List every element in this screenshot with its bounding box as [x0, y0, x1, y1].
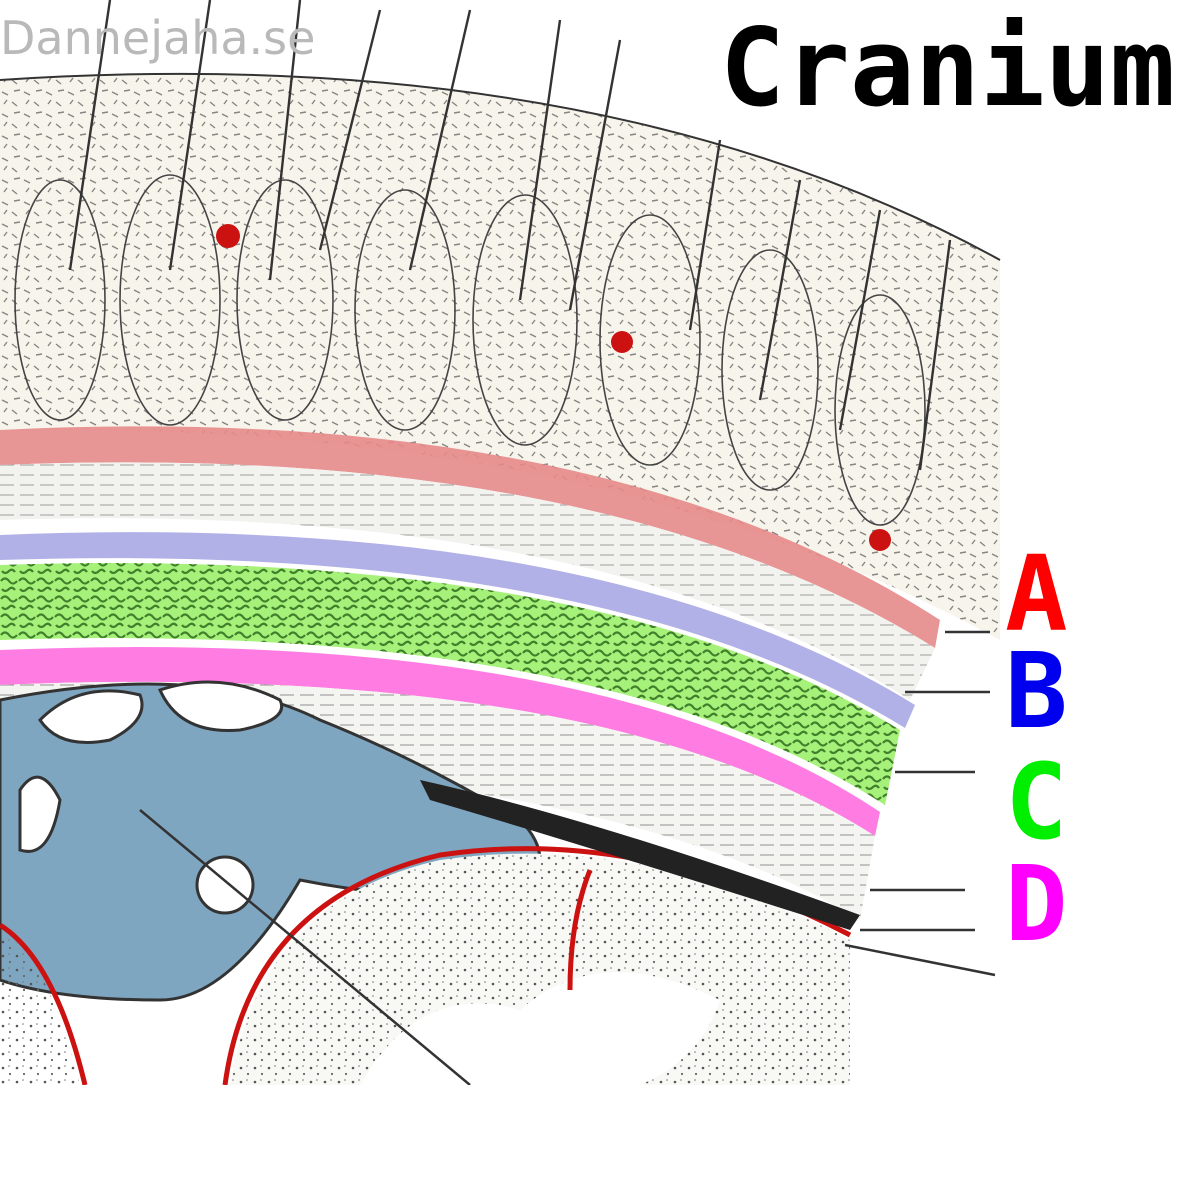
layer-labels: A B C D	[1005, 533, 1068, 965]
hair-shafts	[68, 0, 952, 471]
hair-follicles	[14, 174, 926, 526]
layer-a-band	[0, 426, 940, 648]
layer-label-c: C	[1005, 741, 1068, 863]
scalp-texture	[0, 73, 1000, 641]
loose-tissue-lines	[0, 462, 935, 700]
sinus-dark-band	[420, 780, 860, 930]
scalp-outline	[0, 72, 1001, 261]
layer-b-band	[0, 532, 915, 728]
anatomy-illustration	[0, 0, 1001, 1085]
brain-white-matter	[360, 972, 720, 1085]
bone-texture	[0, 563, 900, 805]
ventricle-chambers	[18, 680, 283, 915]
watermark-text: Dannejaha.se	[0, 11, 315, 65]
layer-label-b: B	[1005, 630, 1068, 752]
layer-d-band	[0, 647, 880, 836]
left-brain-lobe	[0, 930, 80, 1085]
leader-lines	[139, 630, 996, 1085]
blood-vessel-dots	[216, 224, 891, 551]
page-title: Cranium	[720, 6, 1175, 131]
layer-label-a: A	[1005, 533, 1068, 655]
layer-label-d: D	[1005, 843, 1068, 965]
